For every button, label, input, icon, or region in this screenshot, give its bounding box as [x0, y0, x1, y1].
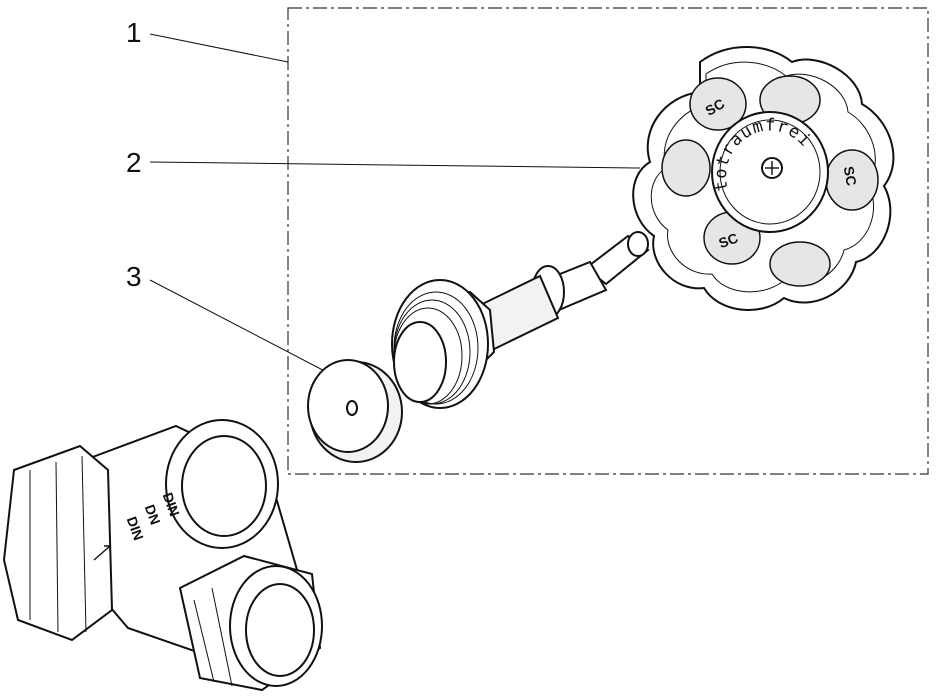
body-stamp-line-2: DN	[142, 502, 164, 526]
valve-headpiece	[391, 231, 650, 409]
outlet-port-inner	[245, 583, 315, 677]
assembly-1-boundary	[287, 7, 929, 475]
handwheel-lobe	[689, 77, 747, 131]
headpiece-face	[393, 321, 447, 403]
callout-3-leader	[149, 279, 339, 379]
body-stamp-line-1: DIN	[160, 490, 183, 518]
handwheel: SC SC SC totraumfrei	[632, 45, 895, 311]
handwheel-logo: SC	[841, 165, 860, 187]
stem-tip-end	[627, 231, 649, 257]
handwheel-lobe	[661, 139, 711, 197]
handwheel-lobe	[769, 241, 831, 287]
nut-rib	[55, 461, 59, 633]
callout-2-label: 2	[126, 147, 142, 178]
nut-rib	[81, 455, 87, 633]
nut-rib	[211, 587, 233, 687]
callout-2-leader	[149, 161, 641, 169]
washer	[307, 359, 403, 463]
callout-1-leader	[149, 33, 289, 63]
callout-1-label: 1	[126, 17, 142, 48]
flow-arrow-icon	[93, 545, 111, 561]
callout-3-label: 3	[126, 261, 142, 292]
nut-rib	[193, 599, 215, 683]
valve-body: DIN DN DIN	[2, 419, 323, 692]
handwheel-hub-ring	[719, 119, 821, 225]
bonnet-port-inner	[181, 435, 267, 537]
handwheel-logo: SC	[716, 230, 740, 252]
washer-hole	[346, 400, 358, 416]
body-stamp-line-3: DIN	[124, 514, 147, 542]
